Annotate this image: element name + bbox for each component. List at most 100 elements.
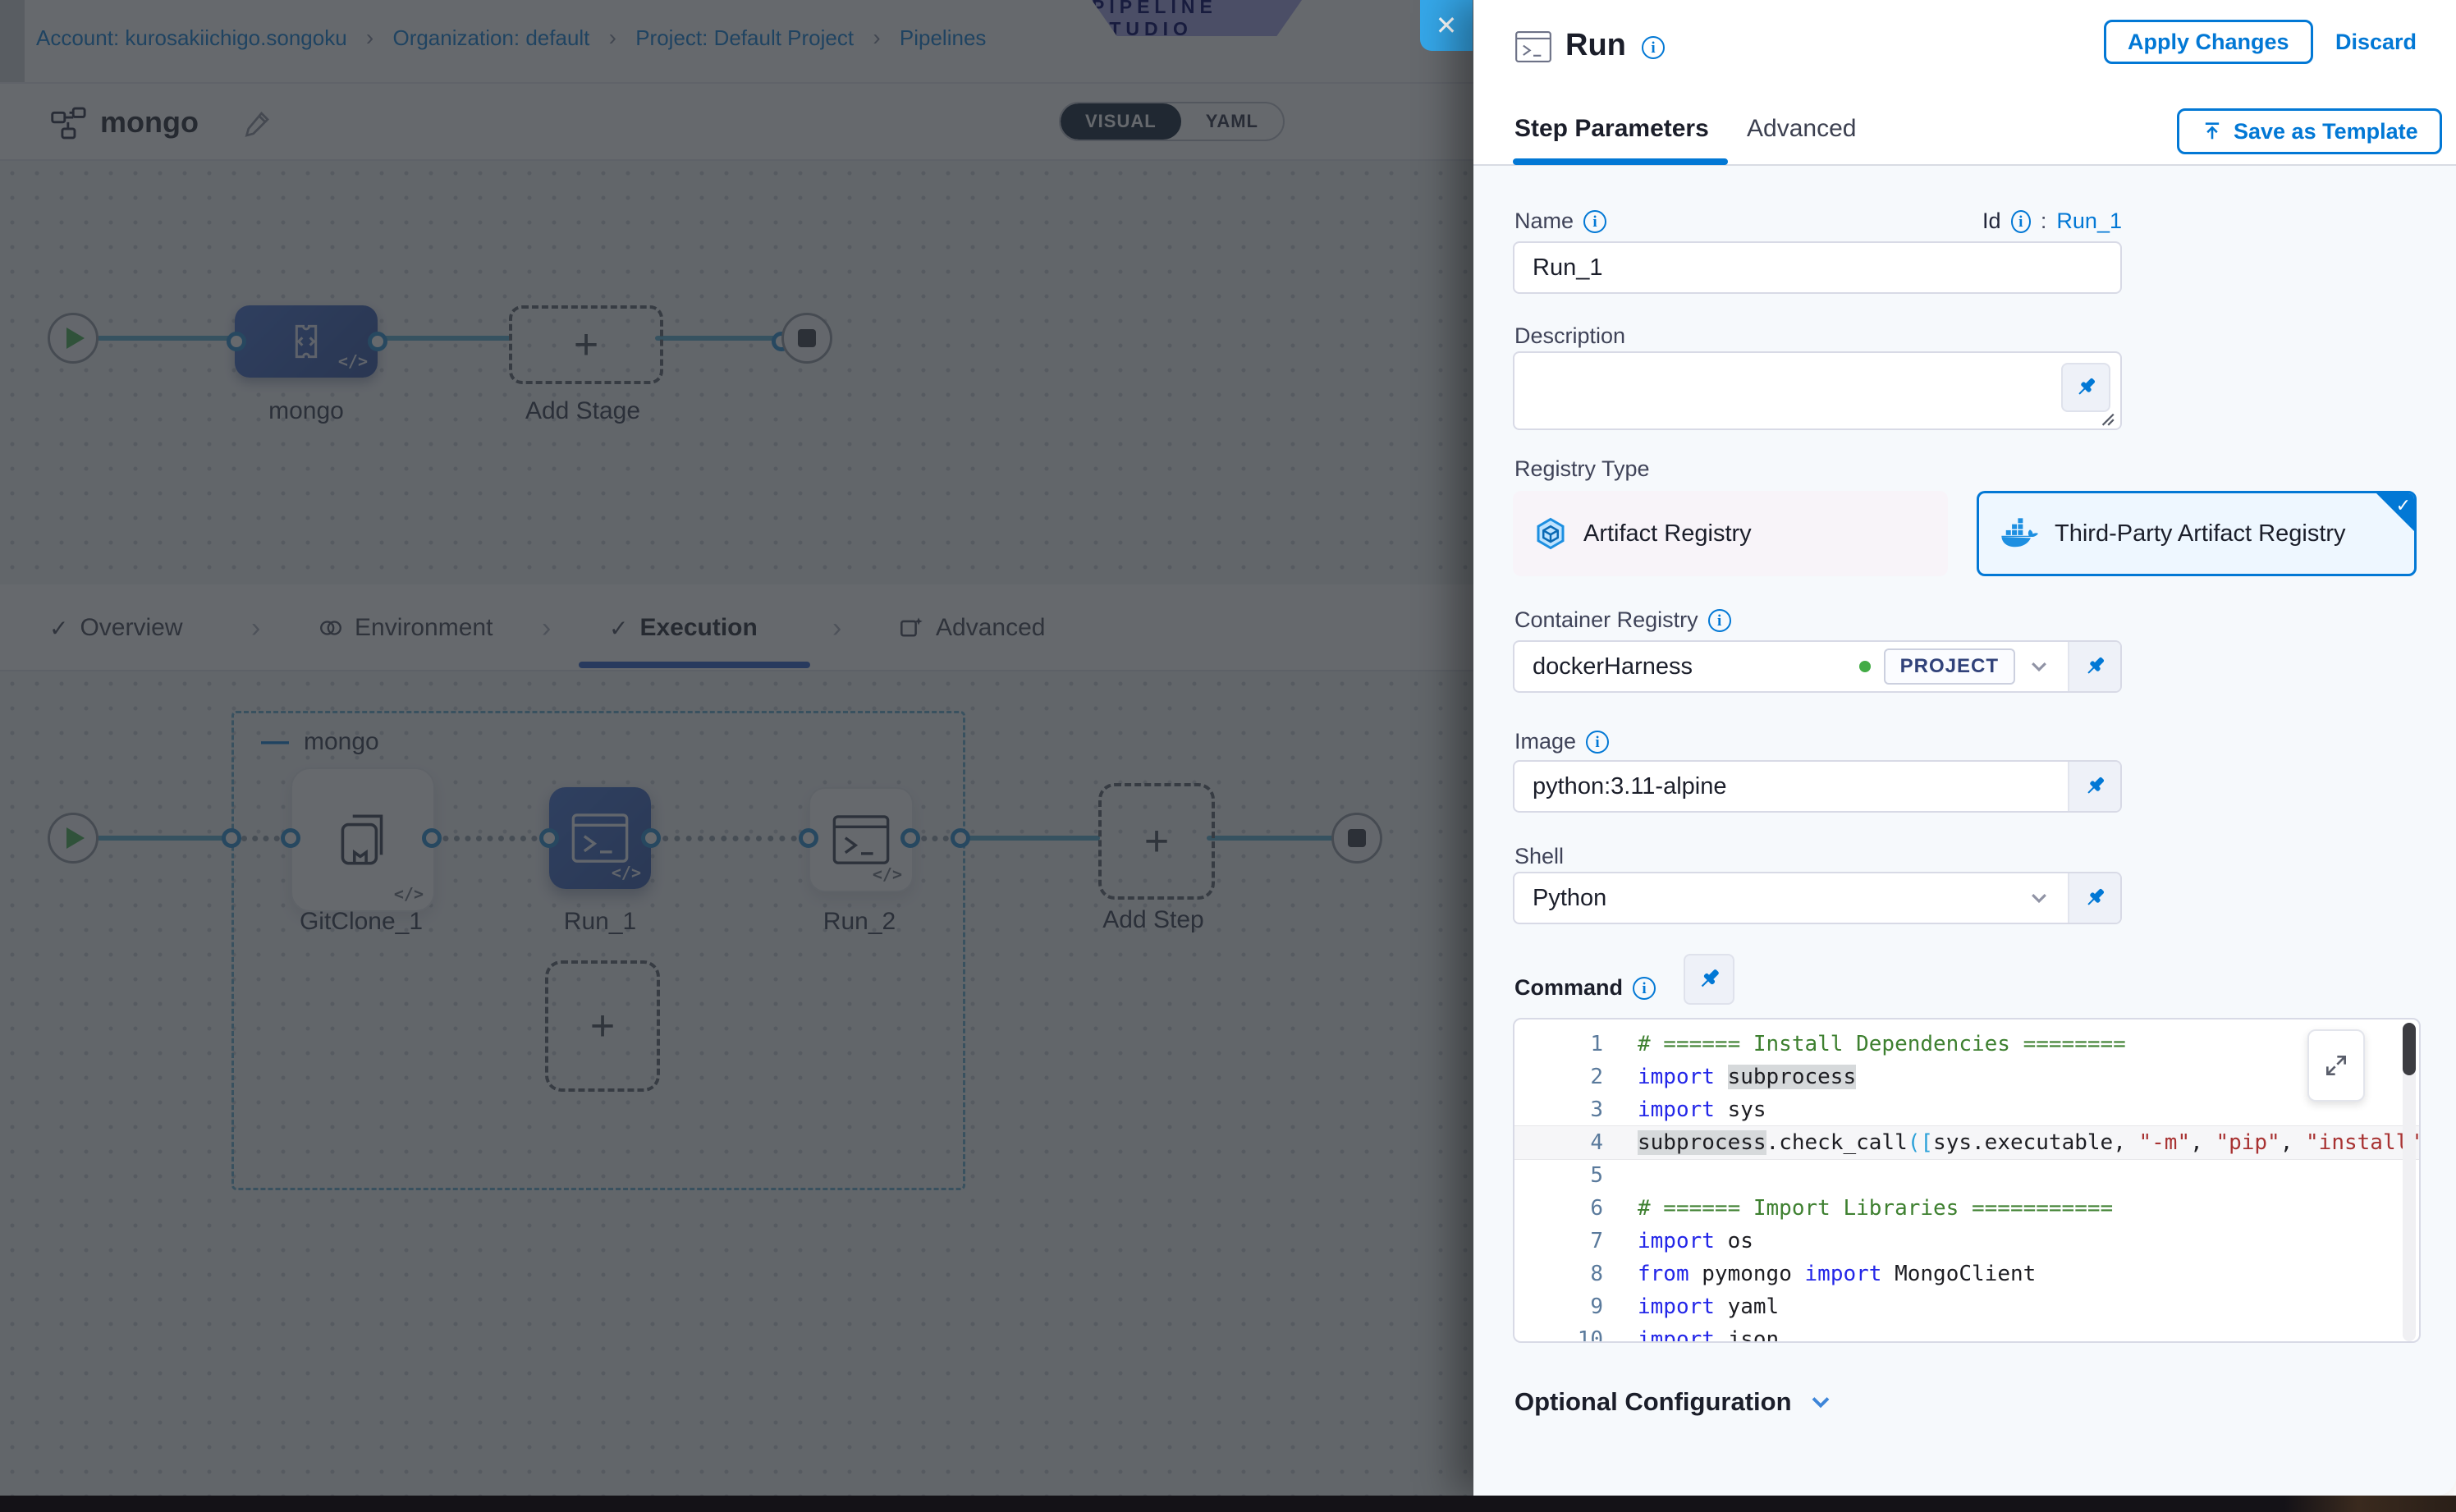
info-icon[interactable]: i — [1708, 609, 1731, 632]
id-label: Id — [1982, 208, 2001, 234]
code-line[interactable]: 8from pymongo import MongoClient — [1514, 1258, 2419, 1290]
id-value[interactable]: Run_1 — [2056, 208, 2122, 234]
line-text: import sys — [1638, 1093, 2419, 1126]
pin-icon — [1696, 966, 1722, 992]
line-number: 4 — [1514, 1126, 1638, 1159]
label-text: Container Registry — [1514, 607, 1698, 633]
optional-configuration-toggle[interactable]: Optional Configuration — [1514, 1387, 1833, 1417]
id-row: Id i : Run_1 — [1982, 208, 2122, 234]
expand-icon — [2323, 1052, 2349, 1079]
check-icon: ✓ — [2396, 495, 2411, 516]
scope-badge: PROJECT — [1884, 648, 2015, 685]
shell-label: Shell — [1514, 844, 1564, 869]
artifact-registry-icon — [1534, 516, 1567, 551]
code-line[interactable]: 4subprocess.check_call([sys.executable, … — [1514, 1126, 2419, 1159]
code-line[interactable]: 9import yaml — [1514, 1290, 2419, 1323]
tab-step-parameters[interactable]: Step Parameters — [1514, 115, 1709, 143]
code-line[interactable]: 2import subprocess — [1514, 1061, 2419, 1093]
line-text: import yaml — [1638, 1290, 2419, 1323]
command-label: Command i — [1514, 975, 1656, 1001]
code-line[interactable]: 6# ====== Import Libraries =========== — [1514, 1192, 2419, 1225]
line-text: import os — [1638, 1225, 2419, 1258]
shell-value: Python — [1533, 885, 2015, 912]
close-panel-button[interactable]: ✕ — [1420, 0, 1473, 51]
line-number: 7 — [1514, 1225, 1638, 1258]
pin-runtime-input-button[interactable] — [2061, 363, 2110, 412]
shell-select[interactable]: Python — [1514, 873, 2068, 923]
id-separator: : — [2041, 208, 2047, 234]
editor-scrollbar-thumb[interactable] — [2403, 1023, 2416, 1075]
discard-button[interactable]: Discard — [2335, 30, 2417, 55]
shell-field: Python — [1513, 872, 2122, 924]
chevron-down-icon[interactable] — [2028, 656, 2050, 677]
apply-changes-button[interactable]: Apply Changes — [2104, 20, 2313, 64]
active-tab-underline — [1513, 158, 1728, 165]
resize-handle-icon[interactable] — [2097, 409, 2115, 427]
name-label: Name i — [1514, 208, 1606, 234]
info-icon[interactable]: i — [1586, 731, 1609, 754]
container-registry-field: dockerHarness PROJECT — [1513, 640, 2122, 693]
line-text: import subprocess — [1638, 1061, 2419, 1093]
info-icon[interactable]: i — [1642, 36, 1665, 59]
name-input[interactable]: Run_1 — [1513, 241, 2122, 294]
panel-header: Run i Apply Changes Discard — [1473, 0, 2456, 97]
line-number: 5 — [1514, 1159, 1638, 1192]
code-line[interactable]: 3import sys — [1514, 1093, 2419, 1126]
registry-option-label: Third-Party Artifact Registry — [2055, 520, 2346, 548]
code-line[interactable]: 10import json — [1514, 1323, 2419, 1343]
dim-overlay — [0, 0, 1473, 1512]
line-number: 2 — [1514, 1061, 1638, 1093]
run-step-icon — [1514, 30, 1552, 64]
image-input[interactable]: python:3.11-alpine — [1514, 762, 2068, 811]
registry-option-third-party-selected[interactable]: Third-Party Artifact Registry ✓ — [1977, 491, 2417, 576]
line-number: 6 — [1514, 1192, 1638, 1225]
label-text: Shell — [1514, 844, 1564, 869]
line-number: 9 — [1514, 1290, 1638, 1323]
line-number: 10 — [1514, 1323, 1638, 1343]
tab-advanced[interactable]: Advanced — [1747, 115, 1856, 143]
pin-runtime-input-button[interactable] — [1684, 954, 1734, 1005]
panel-tabs: Step Parameters Advanced Save as Templat… — [1473, 97, 2456, 166]
pin-icon — [2083, 886, 2107, 910]
container-registry-value: dockerHarness — [1533, 653, 1846, 680]
expand-editor-button[interactable] — [2307, 1029, 2365, 1102]
save-as-template-button[interactable]: Save as Template — [2177, 108, 2442, 154]
pin-runtime-input-button[interactable] — [2068, 873, 2120, 923]
step-config-panel: Run i Apply Changes Discard Step Paramet… — [1473, 0, 2456, 1496]
label-text: Image — [1514, 729, 1576, 754]
description-textarea[interactable] — [1513, 351, 2122, 430]
pin-runtime-input-button[interactable] — [2068, 762, 2120, 811]
chevron-down-icon — [1808, 1390, 1833, 1414]
chevron-down-icon[interactable] — [2028, 887, 2050, 909]
code-line[interactable]: 5 — [1514, 1159, 2419, 1192]
command-code-editor[interactable]: 1# ====== Install Dependencies ========2… — [1513, 1018, 2421, 1343]
bottom-edge-strip — [0, 1496, 2456, 1512]
step-parameters-form: Name i Id i : Run_1 Run_1 Description — [1473, 166, 2456, 1496]
code-line[interactable]: 1# ====== Install Dependencies ======== — [1514, 1028, 2419, 1061]
line-number: 3 — [1514, 1093, 1638, 1126]
container-registry-label: Container Registry i — [1514, 607, 1731, 633]
pin-icon — [2083, 774, 2107, 799]
label-text: Command — [1514, 975, 1623, 1001]
pin-icon — [2073, 375, 2098, 400]
save-as-template-label: Save as Template — [2234, 119, 2418, 144]
code-line[interactable]: 7import os — [1514, 1225, 2419, 1258]
image-label: Image i — [1514, 729, 1609, 754]
registry-option-artifact-registry[interactable]: Artifact Registry — [1513, 491, 1948, 576]
panel-title: Run — [1565, 28, 1626, 63]
pin-icon — [2083, 654, 2107, 679]
pipeline-studio-badge: PIPELINE STUDIO — [1092, 0, 1302, 36]
container-registry-input[interactable]: dockerHarness PROJECT — [1514, 642, 2068, 691]
info-icon[interactable]: i — [2011, 210, 2031, 233]
pin-runtime-input-button[interactable] — [2068, 642, 2120, 691]
line-text: subprocess.check_call([sys.executable, "… — [1638, 1126, 2421, 1159]
line-text: # ====== Install Dependencies ======== — [1638, 1028, 2419, 1061]
image-field: python:3.11-alpine — [1513, 760, 2122, 813]
line-text: from pymongo import MongoClient — [1638, 1258, 2419, 1290]
info-icon[interactable]: i — [1633, 977, 1656, 1000]
registry-option-label: Artifact Registry — [1583, 520, 1752, 548]
label-text: Name — [1514, 208, 1574, 234]
connector-status-dot — [1859, 661, 1871, 672]
info-icon[interactable]: i — [1583, 210, 1606, 233]
